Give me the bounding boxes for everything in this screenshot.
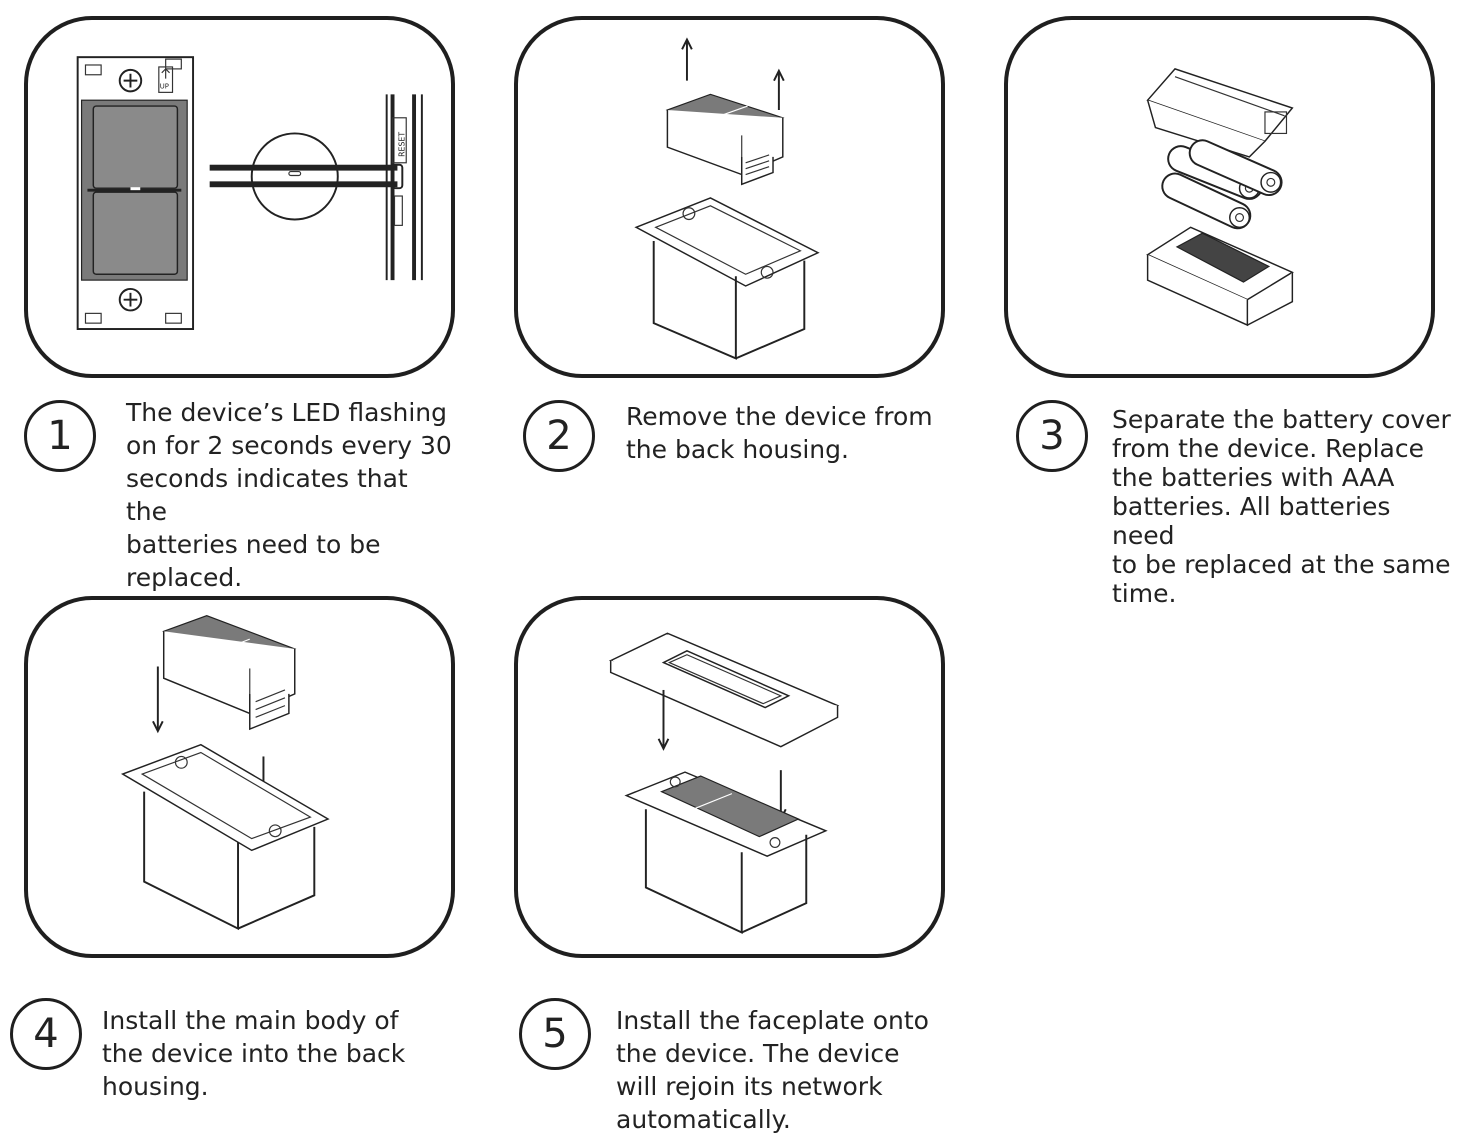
remove-device-diagram xyxy=(634,37,820,360)
step-4-number: 4 xyxy=(10,998,82,1070)
step-3-illustration xyxy=(1004,16,1435,378)
reset-label: RESET xyxy=(397,132,406,157)
step-4-text: Install the main body of the device into… xyxy=(102,1006,406,1101)
up-label: UP xyxy=(160,82,169,90)
step-1-text: The device’s LED flashing on for 2 secon… xyxy=(126,398,452,592)
step-1-illustration: UP RESET xyxy=(24,16,455,378)
step-3-text: Separate the battery cover from the devi… xyxy=(1112,405,1451,608)
step-5-text: Install the faceplate onto the device. T… xyxy=(616,1006,929,1134)
step-5-number: 5 xyxy=(519,998,591,1070)
step-2-number: 2 xyxy=(523,400,595,472)
switch-led-diagram: UP RESET xyxy=(76,56,423,330)
step-3-number: 3 xyxy=(1016,400,1088,472)
battery-icon xyxy=(1161,139,1283,230)
install-body-diagram xyxy=(120,615,330,931)
battery-replacement-diagram xyxy=(1146,68,1294,327)
step-1-number: 1 xyxy=(24,400,96,472)
step-4-illustration xyxy=(24,596,455,958)
step-2-text: Remove the device from the back housing. xyxy=(626,402,933,464)
step-2-illustration xyxy=(514,16,945,378)
step-5-illustration xyxy=(514,596,945,958)
install-faceplate-diagram xyxy=(608,632,840,935)
